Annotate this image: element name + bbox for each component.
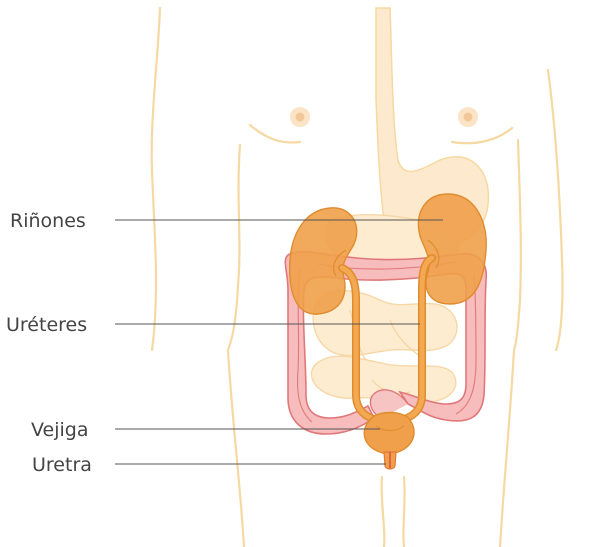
bladder [364,413,414,454]
right-kidney [418,194,486,304]
urethra [384,452,396,469]
label-urethra: Uretra [32,454,92,476]
label-kidneys: Riñones [10,210,86,232]
labels: Riñones Uréteres Vejiga Uretra [6,210,92,476]
label-bladder: Vejiga [31,419,88,441]
label-ureters: Uréteres [6,314,87,336]
